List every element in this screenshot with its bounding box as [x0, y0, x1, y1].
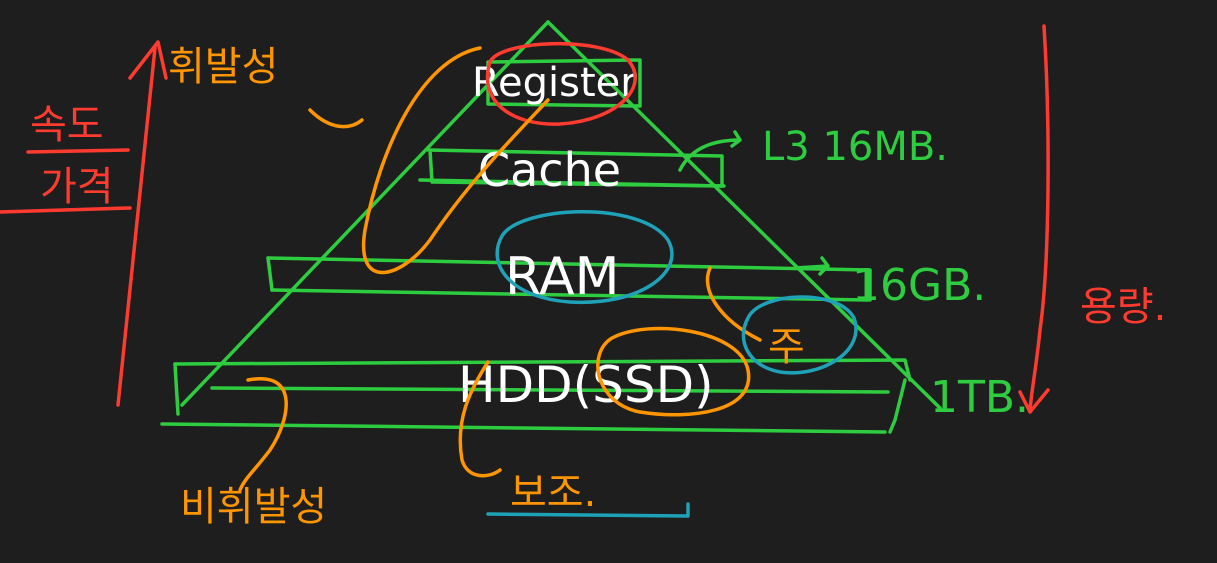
- band-hdd-top: [173, 358, 912, 382]
- annotation-volatile: 휘발성: [168, 44, 278, 90]
- ram-highlight-circle: [495, 210, 674, 305]
- band-hdd-left: [173, 362, 180, 416]
- speed-price-arrow: [116, 40, 168, 407]
- volatile-connector: [308, 108, 364, 129]
- capacity-bracket: [1018, 24, 1050, 414]
- size-label-ram: 16GB.: [852, 260, 986, 311]
- speed-divider: [26, 148, 130, 154]
- annotation-storage: 보조.: [510, 470, 596, 516]
- band-cache-line: [418, 178, 726, 188]
- level-label-hdd: HDD(SSD): [458, 356, 714, 414]
- register-highlight-circle: [485, 41, 637, 126]
- band-hdd-mid: [210, 386, 890, 394]
- main-memory-connector: [705, 266, 762, 342]
- annotation-speed: 속도: [30, 102, 104, 148]
- ram-size-arrow: [793, 256, 830, 276]
- volatile-bracket: [361, 46, 550, 275]
- storage-underline: [486, 502, 690, 518]
- annotation-nonvolatile: 비휘발성: [180, 484, 327, 530]
- band-ram-top: [266, 256, 872, 302]
- band-ram-bottom: [270, 288, 870, 302]
- storage-connector: [458, 360, 502, 478]
- main-memory-highlight-circle: [741, 295, 858, 375]
- annotation-capacity: 용량.: [1080, 284, 1166, 330]
- speed-underline: [0, 206, 132, 214]
- nonvolatile-connector: [238, 376, 288, 492]
- level-label-register: Register: [472, 60, 637, 106]
- level-label-ram: RAM: [505, 247, 619, 307]
- annotation-main-memory: 주: [768, 324, 805, 370]
- size-label-cache: L3 16MB.: [762, 124, 948, 170]
- size-label-hdd: 1TB.: [930, 372, 1029, 423]
- memory-hierarchy-pyramid: [160, 20, 942, 434]
- band-hdd-right: [888, 378, 907, 434]
- annotation-price: 가격: [40, 164, 114, 210]
- band-ram-left: [266, 256, 274, 292]
- ssd-highlight-circle: [596, 326, 751, 417]
- cache-size-arrow: [678, 130, 742, 172]
- pyramid-right-edge: [546, 20, 942, 410]
